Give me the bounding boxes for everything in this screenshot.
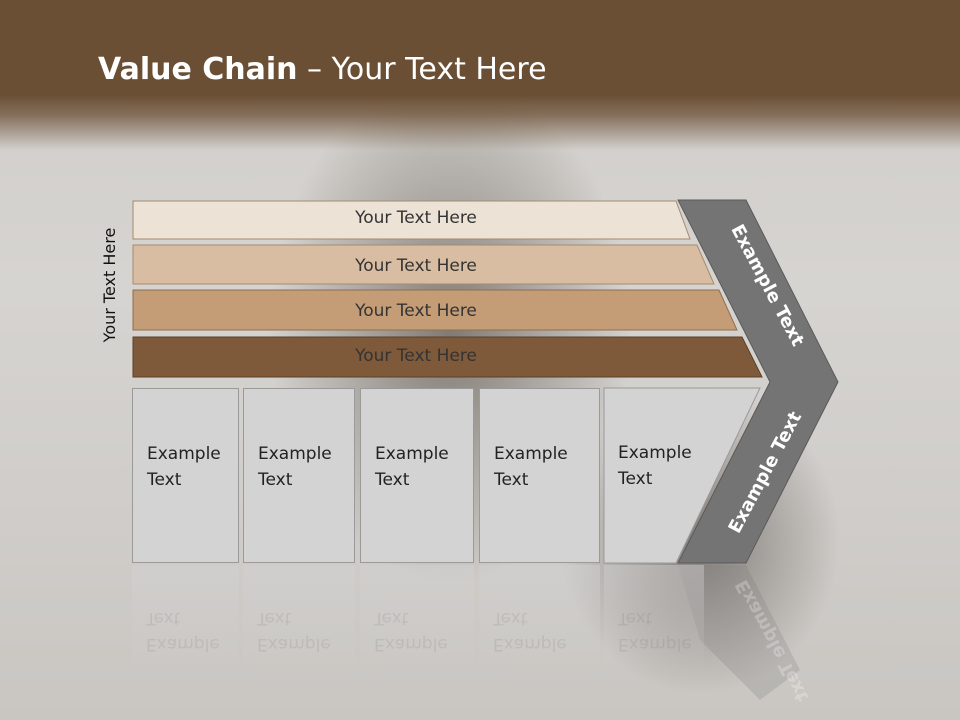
bar-2-shape bbox=[132, 244, 715, 285]
bar-3-label: Your Text Here bbox=[355, 301, 477, 321]
chevron-arrow bbox=[677, 199, 839, 564]
chevron-reflection bbox=[678, 565, 800, 700]
bar-1-shape bbox=[132, 200, 691, 240]
box-5-shape bbox=[603, 387, 761, 564]
slide-title: Value Chain – Your Text Here bbox=[98, 52, 547, 87]
bar-4-label: Your Text Here bbox=[355, 346, 477, 366]
bar-1-label: Your Text Here bbox=[355, 208, 477, 228]
bar-4-shape bbox=[132, 336, 763, 378]
bar-2-label: Your Text Here bbox=[355, 256, 477, 276]
bar-3-shape bbox=[132, 289, 738, 331]
title-band bbox=[0, 0, 960, 150]
